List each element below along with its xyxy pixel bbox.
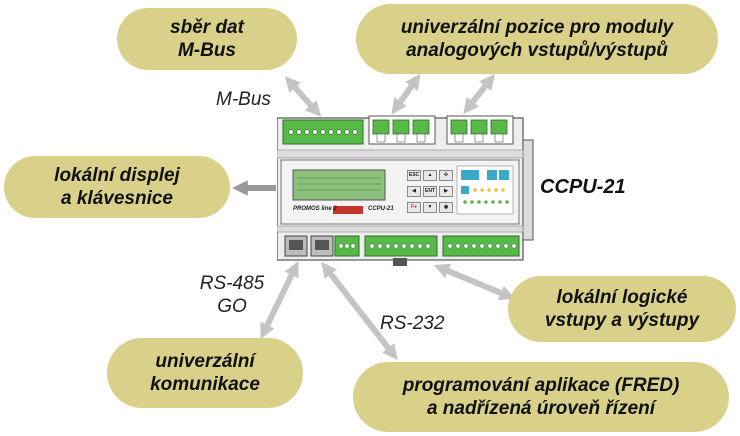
ccpu21-device bbox=[277, 115, 534, 266]
key-esc[interactable]: ESC bbox=[407, 170, 421, 181]
bubble-comm: univerzální komunikace bbox=[107, 338, 303, 408]
bubble-logic: lokální logické vstupy a výstupy bbox=[508, 276, 736, 342]
key-right[interactable]: ▶ bbox=[439, 186, 453, 197]
bubble-mbus-line2: M-Bus bbox=[177, 40, 237, 61]
key-fan[interactable]: ✣ bbox=[439, 170, 453, 181]
label-rs485-line1: RS-485 bbox=[199, 273, 265, 294]
bubble-analog-line1: univerzální pozice pro moduly bbox=[400, 17, 674, 38]
key-f[interactable]: F● bbox=[407, 202, 421, 213]
label-mbus: M-Bus bbox=[216, 89, 271, 110]
bubble-comm-line2: komunikace bbox=[150, 374, 260, 395]
bubble-display: lokální displej a klávesnice bbox=[4, 156, 230, 218]
logic-arrow bbox=[433, 263, 516, 301]
key-left[interactable]: ◀ bbox=[407, 186, 421, 197]
bubble-logic-line1: lokální logické bbox=[556, 287, 688, 308]
mbus-arrow bbox=[284, 76, 322, 117]
bubble-prog: programování aplikace (FRED) a nadřízená… bbox=[353, 362, 729, 432]
bubble-display-line2: a klávesnice bbox=[61, 188, 173, 209]
bubble-mbus-line1: sběr dat bbox=[170, 17, 244, 38]
bubble-display-line1: lokální displej bbox=[54, 165, 180, 186]
device-brand-text: PROMOS line 2 bbox=[293, 206, 337, 212]
key-ok[interactable]: ◉ bbox=[439, 202, 453, 213]
comm-arrow bbox=[260, 260, 299, 340]
bubble-analog-line2: analogových vstupů/výstupů bbox=[406, 40, 668, 61]
bubble-mbus: sběr dat M-Bus bbox=[117, 8, 297, 70]
bubble-prog-line1: programování aplikace (FRED) bbox=[402, 375, 680, 396]
label-rs485-line2: GO bbox=[217, 296, 247, 317]
bubble-analog: univerzální pozice pro moduly analogovýc… bbox=[356, 4, 718, 74]
device-model-text: CCPU-21 bbox=[368, 206, 394, 212]
device-title: CCPU-21 bbox=[540, 176, 626, 198]
bubble-prog-line2: a nadřízená úroveň řízení bbox=[426, 398, 656, 419]
key-up[interactable]: ▲ bbox=[423, 170, 437, 181]
analog-arrow-right bbox=[463, 73, 495, 115]
bubble-logic-line2: vstupy a výstupy bbox=[544, 310, 700, 331]
prog-arrow bbox=[321, 261, 398, 361]
label-rs232: RS-232 bbox=[380, 313, 445, 334]
label-rs485: RS-485 GO bbox=[192, 272, 272, 318]
analog-arrow-left bbox=[391, 73, 421, 115]
key-ent[interactable]: ENT bbox=[423, 186, 437, 197]
key-down[interactable]: ▼ bbox=[423, 202, 437, 213]
bubble-comm-line1: univerzální bbox=[155, 351, 255, 372]
